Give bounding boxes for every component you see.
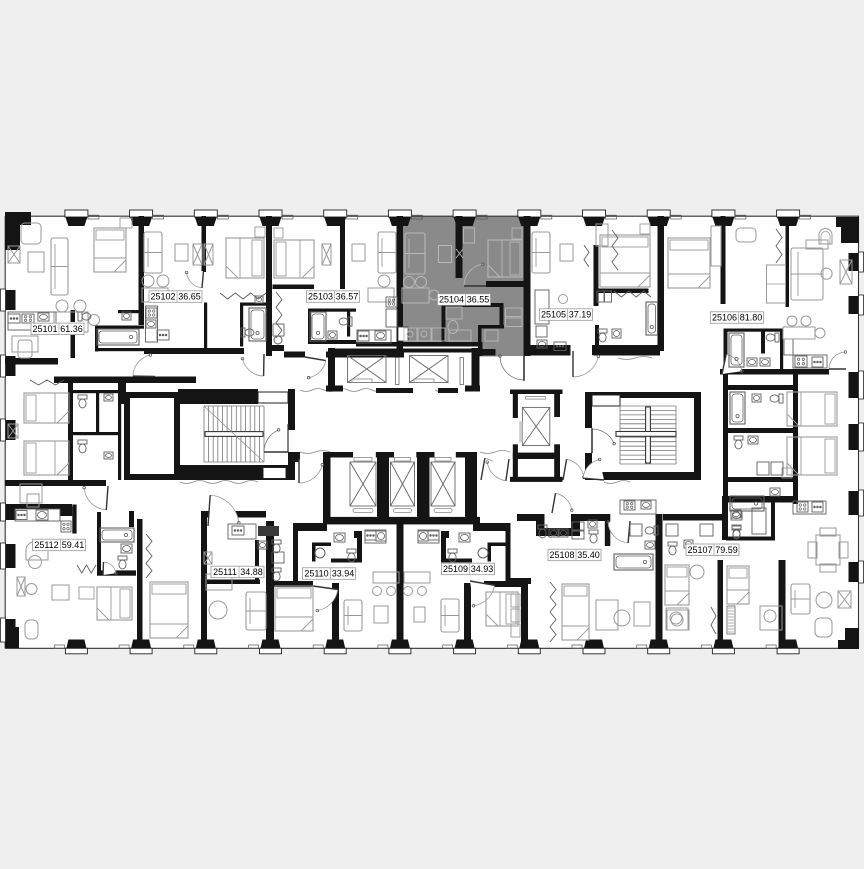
svg-text:25112: 25112 [34, 540, 58, 550]
svg-text:36.55: 36.55 [467, 295, 490, 305]
svg-text:25103: 25103 [308, 292, 333, 302]
svg-text:59.41: 59.41 [62, 540, 85, 550]
svg-text:25104: 25104 [439, 295, 464, 305]
svg-text:79.59: 79.59 [715, 545, 738, 555]
svg-text:25106: 25106 [712, 313, 737, 323]
svg-text:25102: 25102 [150, 292, 175, 302]
svg-text:61.36: 61.36 [60, 324, 83, 334]
svg-text:36.57: 36.57 [336, 292, 359, 302]
svg-text:25107: 25107 [687, 545, 712, 555]
svg-text:34.88: 34.88 [240, 567, 263, 577]
svg-text:33.94: 33.94 [332, 569, 355, 579]
svg-text:25111: 25111 [213, 567, 237, 577]
svg-text:25105: 25105 [541, 310, 566, 320]
svg-text:35.40: 35.40 [577, 550, 600, 560]
svg-text:81.80: 81.80 [740, 313, 763, 323]
svg-text:25109: 25109 [443, 564, 468, 574]
svg-text:25101: 25101 [32, 324, 57, 334]
svg-text:37.19: 37.19 [569, 310, 592, 320]
svg-text:25110: 25110 [304, 569, 328, 579]
svg-text:25108: 25108 [549, 550, 574, 560]
svg-text:36.65: 36.65 [178, 292, 201, 302]
svg-text:34.93: 34.93 [471, 564, 494, 574]
